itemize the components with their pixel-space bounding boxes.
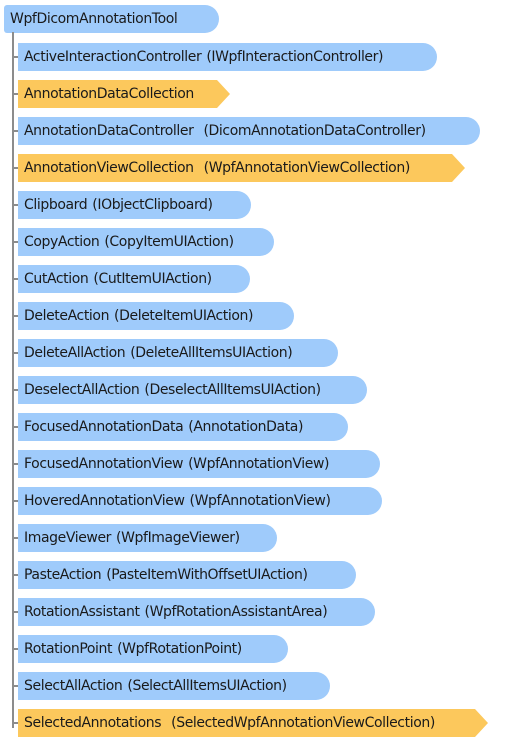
- member-name: Clipboard: [24, 197, 88, 213]
- member-name: AnnotationViewCollection: [24, 160, 194, 176]
- member-node[interactable]: AnnotationDataController (DicomAnnotation…: [18, 117, 480, 145]
- tree-branch-line: [12, 685, 18, 687]
- tree-branch-line: [12, 93, 18, 95]
- member-name: DeleteAllAction: [24, 345, 126, 361]
- member-node[interactable]: HoveredAnnotationView(WpfAnnotationView): [18, 487, 382, 515]
- member-node[interactable]: FocusedAnnotationView(WpfAnnotationView): [18, 450, 380, 478]
- member-type: (DeleteAllItemsUIAction): [130, 345, 293, 361]
- member-name: ActiveInteractionController: [24, 49, 202, 65]
- member-node[interactable]: DeselectAllAction(DeselectAllItemsUIActi…: [18, 376, 367, 404]
- member-node[interactable]: RotationPoint(WpfRotationPoint): [18, 635, 288, 663]
- tree-branch-line: [12, 56, 18, 58]
- member-name: SelectAllAction: [24, 678, 123, 694]
- root-node[interactable]: WpfDicomAnnotationTool: [4, 5, 219, 33]
- tree-trunk-line: [12, 32, 14, 728]
- tree-branch-line: [12, 722, 18, 724]
- member-type: (WpfRotationAssistantArea): [144, 604, 328, 620]
- member-type: (SelectedWpfAnnotationViewCollection): [171, 715, 435, 731]
- member-name: CopyAction: [24, 234, 100, 250]
- member-node[interactable]: Clipboard(IObjectClipboard): [18, 191, 251, 219]
- member-type: (WpfImageViewer): [116, 530, 240, 546]
- member-type: (CopyItemUIAction): [104, 234, 234, 250]
- member-name: CutAction: [24, 271, 89, 287]
- member-type: (WpfAnnotationView): [189, 493, 331, 509]
- tree-branch-line: [12, 611, 18, 613]
- tree-branch-line: [12, 352, 18, 354]
- member-name: AnnotationDataCollection: [24, 86, 194, 102]
- tree-branch-line: [12, 167, 18, 169]
- member-type: (SelectAllItemsUIAction): [127, 678, 287, 694]
- member-node[interactable]: ImageViewer(WpfImageViewer): [18, 524, 277, 552]
- member-name: PasteAction: [24, 567, 102, 583]
- tree-branch-line: [12, 278, 18, 280]
- member-name: RotationAssistant: [24, 604, 140, 620]
- tree-branch-line: [12, 537, 18, 539]
- member-node[interactable]: AnnotationViewCollection (WpfAnnotationVi…: [18, 154, 465, 182]
- member-name: SelectedAnnotations: [24, 715, 162, 731]
- member-node[interactable]: SelectedAnnotations (SelectedWpfAnnotatio…: [18, 709, 488, 737]
- member-name: AnnotationDataController: [24, 123, 194, 139]
- tree-branch-line: [12, 500, 18, 502]
- tree-branch-line: [12, 315, 18, 317]
- tree-branch-line: [12, 204, 18, 206]
- member-name: FocusedAnnotationData: [24, 419, 184, 435]
- tree-branch-line: [12, 389, 18, 391]
- tree-branch-line: [12, 130, 18, 132]
- member-name: ImageViewer: [24, 530, 112, 546]
- member-node[interactable]: AnnotationDataCollection: [18, 80, 230, 108]
- tree-branch-line: [12, 426, 18, 428]
- member-type: (WpfAnnotationViewCollection): [203, 160, 410, 176]
- member-type: (PasteItemWithOffsetUIAction): [106, 567, 308, 583]
- member-name: DeleteAction: [24, 308, 110, 324]
- member-name: DeselectAllAction: [24, 382, 140, 398]
- tree-branch-line: [12, 648, 18, 650]
- member-type: (IObjectClipboard): [92, 197, 213, 213]
- member-node[interactable]: PasteAction(PasteItemWithOffsetUIAction): [18, 561, 356, 589]
- member-type: (DicomAnnotationDataController): [203, 123, 426, 139]
- member-node[interactable]: FocusedAnnotationData(AnnotationData): [18, 413, 348, 441]
- tree-branch-line: [12, 574, 18, 576]
- member-name: HoveredAnnotationView: [24, 493, 185, 509]
- member-name: RotationPoint: [24, 641, 113, 657]
- member-type: (WpfRotationPoint): [117, 641, 242, 657]
- member-node[interactable]: CopyAction(CopyItemUIAction): [18, 228, 274, 256]
- member-node[interactable]: DeleteAction(DeleteItemUIAction): [18, 302, 294, 330]
- member-name: FocusedAnnotationView: [24, 456, 184, 472]
- member-node[interactable]: ActiveInteractionController(IWpfInteract…: [18, 43, 437, 71]
- member-type: (IWpfInteractionController): [206, 49, 384, 65]
- member-node[interactable]: RotationAssistant(WpfRotationAssistantAr…: [18, 598, 375, 626]
- member-node[interactable]: SelectAllAction(SelectAllItemsUIAction): [18, 672, 330, 700]
- member-type: (CutItemUIAction): [93, 271, 212, 287]
- tree-branch-line: [12, 463, 18, 465]
- tree-branch-line: [12, 241, 18, 243]
- member-node[interactable]: DeleteAllAction(DeleteAllItemsUIAction): [18, 339, 338, 367]
- member-type: (DeselectAllItemsUIAction): [144, 382, 321, 398]
- member-type: (DeleteItemUIAction): [114, 308, 254, 324]
- member-node[interactable]: CutAction(CutItemUIAction): [18, 265, 250, 293]
- root-label: WpfDicomAnnotationTool: [10, 11, 178, 27]
- member-type: (AnnotationData): [188, 419, 304, 435]
- member-type: (WpfAnnotationView): [188, 456, 330, 472]
